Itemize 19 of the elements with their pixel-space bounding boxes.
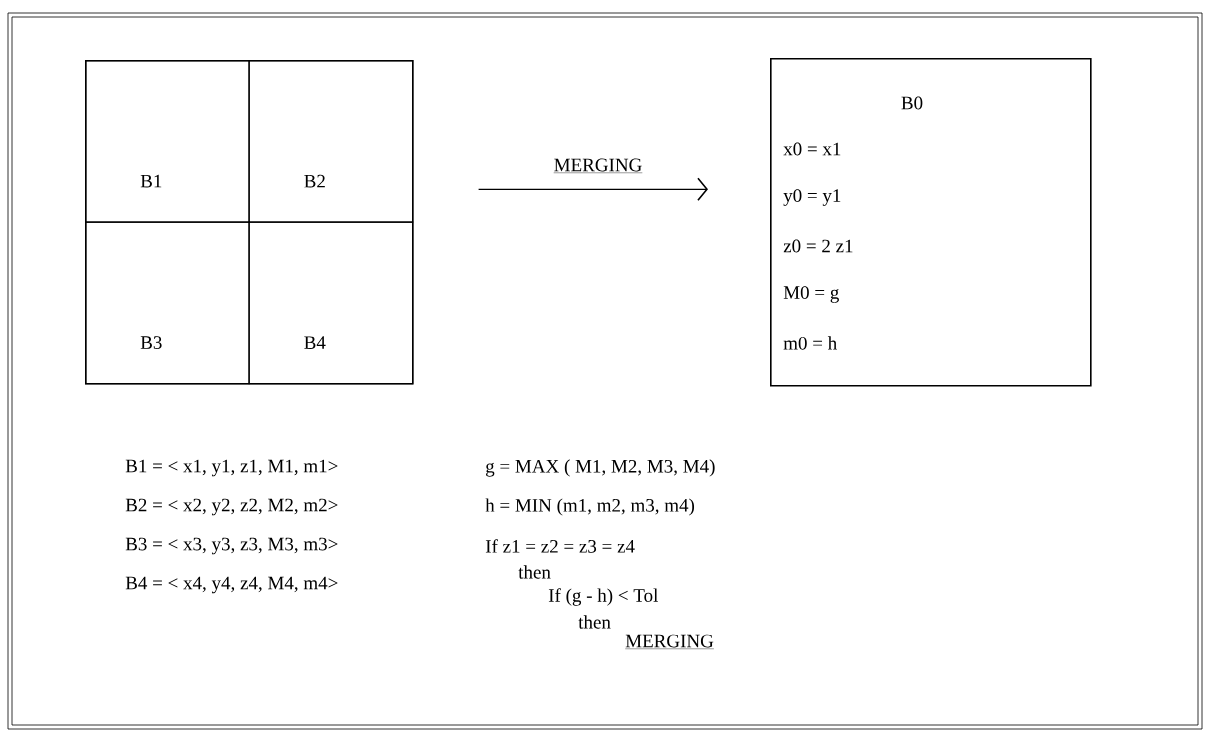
- formula-text: B2 = < x2, y2, z2, M2, m2>: [125, 498, 338, 516]
- formula-text: then: [518, 565, 551, 579]
- formula-text: then: [578, 615, 611, 629]
- formula-text: h = MIN (m1, m2, m3, m4): [485, 498, 695, 516]
- grid-cell: B4: [248, 221, 414, 385]
- edge-label: MERGING: [553, 158, 643, 173]
- formula-text: If (g - h) < Tol: [548, 588, 658, 606]
- grid-cell: B3: [85, 221, 250, 385]
- grid-cell: B2: [248, 60, 414, 223]
- formula-text: If z1 = z2 = z3 = z4: [485, 539, 635, 553]
- formula-text: g = MAX ( M1, M2, M3, M4): [486, 459, 715, 477]
- result-text: MERGING: [625, 634, 715, 649]
- formula-text: B1 = < x1, y1, z1, M1, m1>: [125, 459, 338, 477]
- formula-text: B4 = < x4, y4, z4, M4, m4>: [125, 576, 338, 594]
- arrow: [478, 177, 708, 202]
- grid-drawing: [85, 60, 414, 385]
- result-box: B0 x0 = x1 y0 = y1 z0 = 2 z1 M0 = g m0 = h: [770, 58, 1092, 387]
- grid-cell: B1: [85, 60, 250, 223]
- formula-text: B3 = < x3, y3, z3, M3, m3>: [125, 537, 338, 555]
